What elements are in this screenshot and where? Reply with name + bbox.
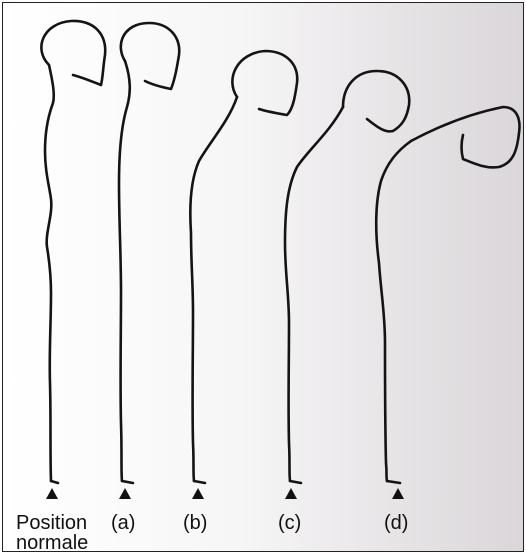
silhouette-normal-position: [41, 21, 105, 483]
foot-outline-normal: [51, 481, 58, 483]
body-profile-b: [190, 97, 237, 481]
head-outline-b: [232, 51, 297, 115]
label-normal-line2: normale: [16, 532, 88, 551]
posture-figures: Position normale (a) (b) (c) (d): [3, 3, 523, 551]
marker-c: [285, 488, 297, 499]
marker-b: [192, 488, 204, 499]
foot-outline-a: [122, 481, 133, 483]
foot-outline-b: [194, 481, 205, 483]
label-c: (c): [278, 512, 301, 534]
marker-normal: [46, 488, 58, 499]
label-d: (d): [384, 512, 408, 534]
label-normal-line1: Position: [16, 512, 87, 534]
silhouette-a: [119, 23, 179, 483]
marker-a: [119, 488, 131, 499]
silhouette-c: [285, 71, 409, 483]
label-a: (a): [111, 512, 135, 534]
body-profile-normal: [45, 65, 54, 481]
silhouette-d: [376, 107, 519, 483]
body-profile-d: [376, 141, 411, 481]
body-profile-a: [119, 61, 130, 481]
head-outline-d: [411, 107, 519, 167]
silhouette-b: [190, 51, 297, 483]
label-b: (b): [183, 512, 207, 534]
head-outline-c: [343, 71, 409, 131]
foot-outline-c: [290, 481, 301, 483]
marker-d: [392, 488, 404, 499]
body-profile-c: [285, 107, 343, 481]
foot-outline-d: [387, 481, 400, 483]
